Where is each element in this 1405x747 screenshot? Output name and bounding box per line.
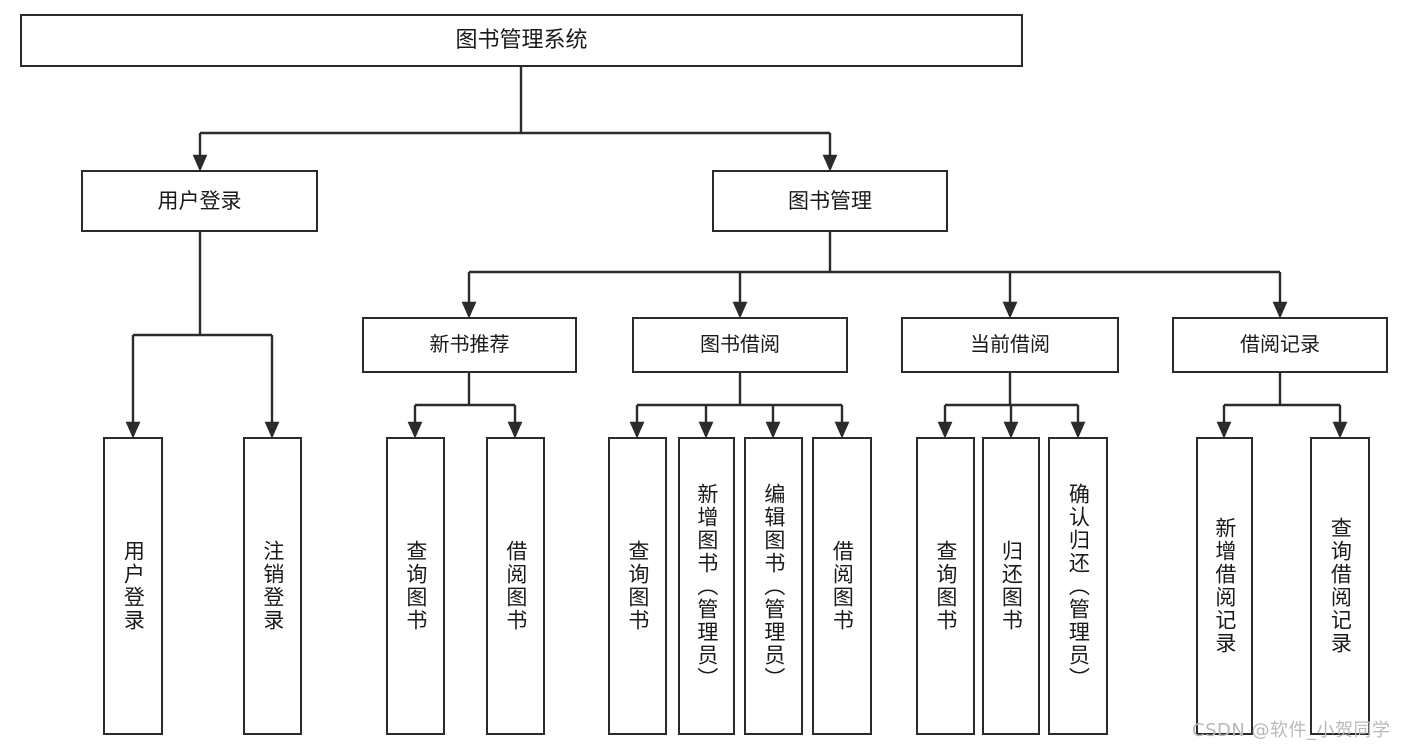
node-label: 当前借阅 [970,332,1050,357]
node-leaf-add-borrow-record[interactable]: 新增借阅记录 [1196,437,1253,735]
node-label: 图书管理系统 [455,27,588,53]
node-leaf-query-borrow-record[interactable]: 查询借阅记录 [1310,437,1370,735]
node-label: 查询图书 [403,540,428,632]
node-label: 注销登录 [260,540,285,632]
node-leaf-user-login[interactable]: 用户登录 [103,437,163,735]
node-label: 新增借阅记录 [1212,517,1237,655]
node-book-manage[interactable]: 图书管理 [712,170,948,232]
node-label: 查询图书 [933,540,958,632]
node-label: 图书借阅 [700,332,780,357]
node-label: 借阅图书 [503,540,528,632]
node-leaf-edit-book-admin[interactable]: 编辑图书（管理员） [744,437,803,735]
node-leaf-add-book-admin[interactable]: 新增图书（管理员） [678,437,735,735]
node-label: 借阅记录 [1240,332,1320,357]
node-book-borrow[interactable]: 图书借阅 [632,317,848,373]
node-label: 用户登录 [157,188,242,213]
node-label: 确认归还（管理员） [1066,482,1091,690]
node-current-borrow[interactable]: 当前借阅 [901,317,1119,373]
csdn-watermark: CSDN @软件_小贺同学 [1192,720,1391,741]
node-root-system[interactable]: 图书管理系统 [20,14,1023,67]
node-label: 新增图书（管理员） [694,482,719,690]
node-label: 图书管理 [788,188,872,213]
node-label: 查询图书 [625,540,650,632]
node-leaf-query-book-bb[interactable]: 查询图书 [608,437,667,735]
node-leaf-return-book[interactable]: 归还图书 [982,437,1040,735]
node-leaf-user-logout[interactable]: 注销登录 [243,437,302,735]
node-leaf-query-book-rec[interactable]: 查询图书 [386,437,445,735]
node-leaf-query-book-cb[interactable]: 查询图书 [916,437,975,735]
node-label: 归还图书 [999,540,1024,632]
node-borrow-record[interactable]: 借阅记录 [1172,317,1388,373]
node-label: 查询借阅记录 [1328,517,1353,655]
node-label: 新书推荐 [429,332,510,357]
node-leaf-borrow-book-rec[interactable]: 借阅图书 [486,437,545,735]
node-label: 借阅图书 [830,540,855,632]
node-label: 用户登录 [121,540,146,632]
node-user-login[interactable]: 用户登录 [81,170,318,232]
node-label: 编辑图书（管理员） [761,482,786,690]
node-leaf-confirm-return-admin[interactable]: 确认归还（管理员） [1048,437,1108,735]
node-new-book-recommend[interactable]: 新书推荐 [362,317,577,373]
node-leaf-borrow-book-bb[interactable]: 借阅图书 [812,437,872,735]
